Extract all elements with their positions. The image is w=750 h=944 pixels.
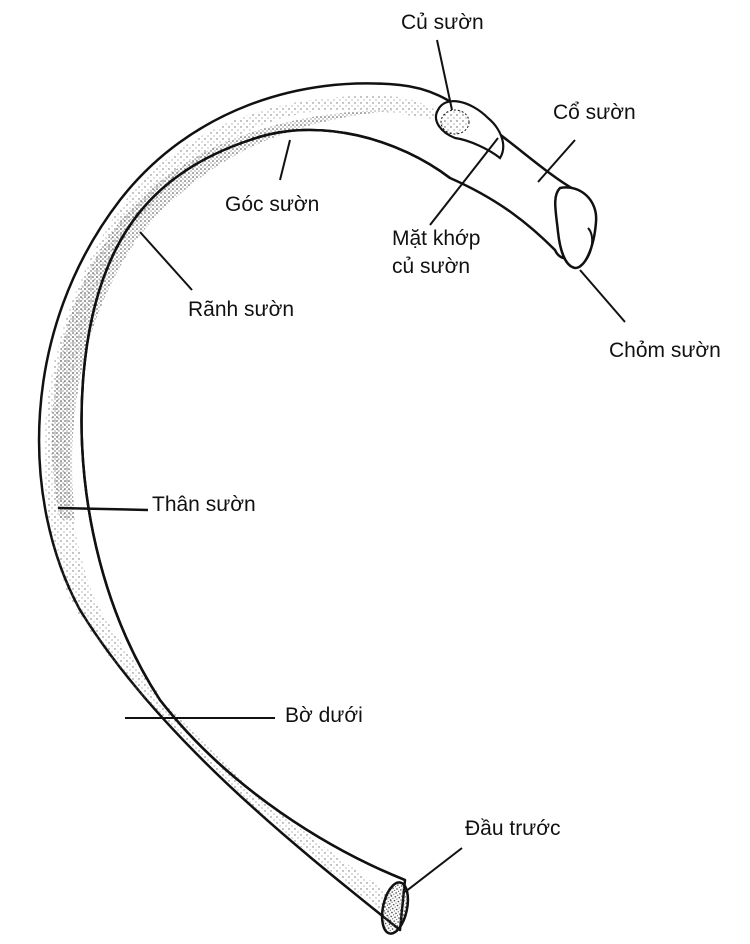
leader-angle — [280, 140, 290, 180]
leader-neck — [538, 140, 575, 182]
label-anterior-end: Đầu trước — [465, 816, 561, 841]
leader-groove — [140, 232, 192, 290]
label-groove: Rãnh sườn — [188, 297, 294, 322]
label-tubercle-facet-2: củ sườn — [392, 254, 470, 279]
label-tubercle: Củ sườn — [401, 10, 484, 35]
label-tubercle-facet-1: Mặt khớp — [392, 226, 480, 251]
label-lower-border: Bờ dưới — [285, 703, 363, 728]
label-shaft: Thân sườn — [152, 492, 256, 517]
label-head: Chỏm sườn — [609, 338, 721, 363]
label-angle: Góc sườn — [225, 192, 319, 217]
label-neck: Cổ sườn — [553, 100, 636, 125]
tubercle-facet-shape — [441, 110, 469, 134]
leader-head — [580, 270, 625, 322]
leader-anterior-end — [405, 848, 462, 892]
